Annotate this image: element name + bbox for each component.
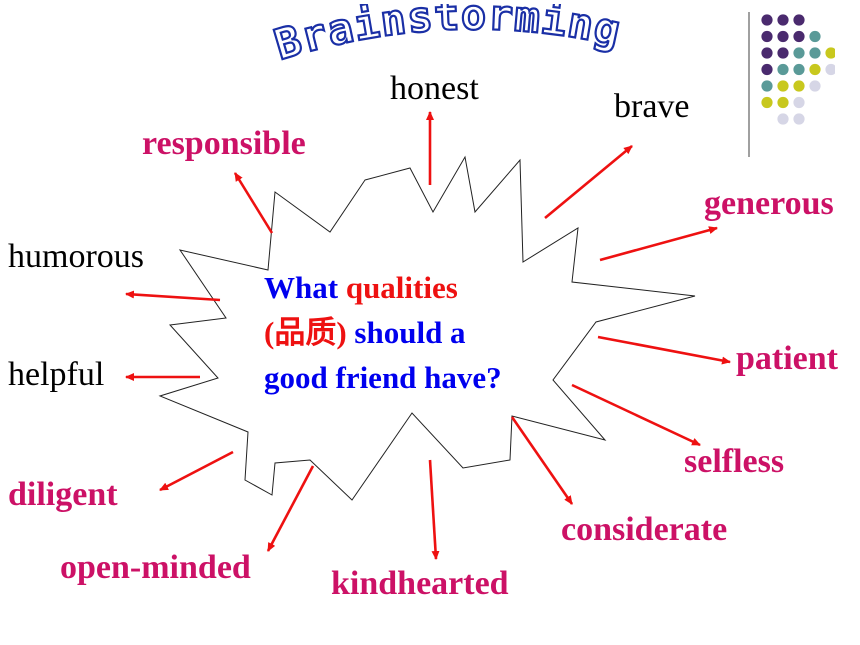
decorative-dot <box>777 80 789 92</box>
question-part-should: should a <box>346 315 466 350</box>
label-helpful: helpful <box>8 356 105 393</box>
decorative-dot <box>777 30 789 43</box>
decorative-dot <box>793 80 805 92</box>
decorative-dot <box>761 96 773 109</box>
decorative-dot <box>777 47 789 59</box>
decorative-dot <box>809 63 821 76</box>
arrow-patient <box>597 335 731 365</box>
question-part-end: good friend have? <box>264 360 502 395</box>
question-part-chinese: (品质) <box>264 315 347 350</box>
decorative-dot <box>825 63 835 76</box>
label-open-minded: open-minded <box>60 549 251 586</box>
decorative-dot <box>761 47 773 59</box>
decorative-dot <box>761 80 773 92</box>
label-selfless: selfless <box>684 443 785 480</box>
decorative-dot <box>793 47 805 59</box>
arrow-brave <box>544 144 633 220</box>
title-banner: Brainstorming <box>272 4 626 71</box>
label-considerate: considerate <box>561 511 728 548</box>
arrow-considerate <box>510 416 574 505</box>
decorative-dot <box>825 47 835 59</box>
arrow-selfless <box>571 383 701 447</box>
arrow-responsible <box>233 172 274 234</box>
decorative-dot <box>777 113 789 125</box>
decorative-dot <box>761 30 773 43</box>
starburst-shape <box>158 155 696 501</box>
label-responsible: responsible <box>142 125 306 162</box>
central-question: What qualities (品质) should a good friend… <box>264 265 584 400</box>
label-humorous: humorous <box>8 238 144 275</box>
label-patient: patient <box>736 340 838 377</box>
arrow-humorous <box>125 290 221 302</box>
decorative-dot <box>809 47 821 59</box>
label-generous: generous <box>704 185 834 222</box>
label-brave: brave <box>614 88 690 125</box>
label-honest: honest <box>390 70 479 107</box>
decorative-dot <box>793 113 805 125</box>
decorative-dot <box>793 63 805 76</box>
question-part-qualities: qualities <box>345 270 458 305</box>
label-diligent: diligent <box>8 476 118 513</box>
arrow-kindhearted <box>428 459 440 560</box>
decorative-dot <box>793 30 805 43</box>
arrow-diligent <box>159 450 234 492</box>
decorative-dot-grid <box>748 12 835 157</box>
label-kindhearted: kindhearted <box>331 565 509 602</box>
decorative-dot <box>793 14 805 26</box>
decorative-dot <box>761 14 773 26</box>
arrows-group <box>125 111 731 560</box>
question-part-what: What <box>264 270 346 305</box>
decorative-dot <box>777 63 789 76</box>
decorative-dot <box>777 14 789 26</box>
arrow-open-minded <box>266 465 315 552</box>
decorative-dot <box>793 96 805 109</box>
decorative-dot <box>777 96 789 109</box>
decorative-dot <box>809 30 821 43</box>
decorative-dot <box>809 80 821 92</box>
decorative-dot <box>761 63 773 76</box>
arrow-generous <box>599 226 718 262</box>
